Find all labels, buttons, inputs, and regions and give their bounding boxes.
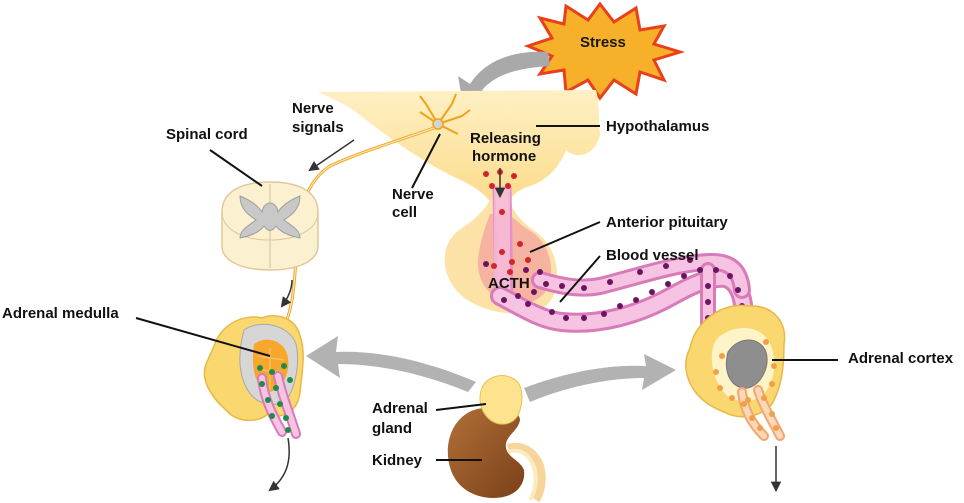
arrow-to-cortex [524, 354, 676, 402]
adrenal-gland-label-line2: gland [372, 420, 412, 437]
hormone-dot [509, 259, 515, 265]
cortisol-dot [719, 353, 725, 359]
adrenal-cortex-gland [685, 304, 786, 441]
epinephrine-dot [287, 377, 293, 383]
spinal-cord-label: Spinal cord [166, 126, 248, 143]
epinephrine-dot [273, 385, 279, 391]
releasing-hormone-label-line2: hormone [472, 148, 537, 165]
vessel-dot [697, 267, 703, 273]
nerve-signals-arrow [308, 139, 355, 172]
adrenal-gland-label-line1: Adrenal [372, 400, 428, 417]
nerve-cell [419, 93, 471, 135]
vessel-dot [663, 263, 669, 269]
cortisol-dots [713, 339, 779, 431]
releasing-hormone-label-line1: Releasing [470, 130, 541, 147]
kidney-label: Kidney [372, 452, 423, 469]
hormone-dot [483, 171, 489, 177]
epinephrine-dot [269, 413, 275, 419]
vessel-dot [501, 297, 507, 303]
hormone-dot [517, 241, 523, 247]
vessel-dot [483, 261, 489, 267]
hormone-dot [499, 249, 505, 255]
nerve-signals-label-line2: signals [292, 119, 344, 136]
epinephrine-dot [281, 363, 287, 369]
epinephrine-dot [265, 397, 271, 403]
stress-burst [523, 1, 686, 101]
nerve-cell-label-line1: Nerve [392, 186, 434, 203]
spinal-down-arrow [280, 279, 293, 308]
epinephrine-dot [269, 369, 275, 375]
cortisol-dot [757, 425, 763, 431]
hormone-dot [491, 263, 497, 269]
vessel-dot [525, 301, 531, 307]
epinephrine-dot [257, 365, 263, 371]
vessel-dot [543, 281, 549, 287]
vessel-dot [617, 303, 623, 309]
vessel-dot [705, 283, 711, 289]
vessel-dot [687, 257, 693, 263]
stress-label: Stress [580, 34, 626, 51]
vessel-dot [713, 267, 719, 273]
vessel-dot [581, 315, 587, 321]
cortisol-dot [771, 363, 777, 369]
spinal-cord [221, 181, 319, 271]
vessel-dot [581, 285, 587, 291]
adrenal-medulla-gland [203, 315, 304, 439]
nerve-cell-label-line2: cell [392, 204, 418, 221]
cortisol-dot [761, 395, 767, 401]
vessel-dot [531, 289, 537, 295]
nerve-signals-label-line1: Nerve [292, 100, 334, 117]
vessel-dot [607, 279, 613, 285]
hormone-dot [489, 183, 495, 189]
vessel-dot [633, 297, 639, 303]
vessel-dot [537, 269, 543, 275]
vessel-dot [637, 269, 643, 275]
cortisol-dot [745, 397, 751, 403]
hormone-dot [511, 173, 517, 179]
cortisol-dot [717, 385, 723, 391]
blood-vessel-label: Blood vessel [606, 247, 699, 264]
hormone-dot [505, 183, 511, 189]
epinephrine-dots [257, 363, 293, 433]
cortisol-dot [769, 411, 775, 417]
arrow-to-medulla [306, 336, 476, 392]
vessel-dot [515, 293, 521, 299]
anterior-pituitary-label: Anterior pituitary [606, 214, 728, 231]
cortisol-dot [713, 369, 719, 375]
releasing-hormone-dots [483, 169, 531, 275]
epinephrine-dot [283, 415, 289, 421]
cortisol-dot [741, 401, 747, 407]
hypothalamus-label: Hypothalamus [606, 118, 710, 135]
hypothalamus-tissue [318, 90, 600, 230]
adrenal-cortex-label: Adrenal cortex [848, 350, 954, 367]
adrenal-medulla-label: Adrenal medulla [2, 305, 119, 322]
vessel-dot [681, 273, 687, 279]
hormone-dot [507, 269, 513, 275]
hormone-dot [525, 257, 531, 263]
medulla-output-arrow [268, 437, 290, 492]
vessel-dot [665, 281, 671, 287]
vessel-dot [735, 287, 741, 293]
vessel-dot [559, 283, 565, 289]
kidney-and-adrenal [447, 375, 546, 503]
vessel-dot [601, 311, 607, 317]
epinephrine-dot [285, 427, 291, 433]
cortisol-dot [763, 339, 769, 345]
leader-lines [135, 125, 838, 461]
epinephrine-dot [277, 401, 283, 407]
vessel-dot [549, 309, 555, 315]
vessel-dot [705, 299, 711, 305]
acth-label: ACTH [488, 275, 530, 292]
cortisol-dot [749, 415, 755, 421]
vessel-dot [523, 267, 529, 273]
vessel-dot [649, 289, 655, 295]
vessel-dot [563, 315, 569, 321]
hormone-dot [499, 209, 505, 215]
vessel-dot [727, 273, 733, 279]
cortisol-dot [773, 425, 779, 431]
cortisol-dot [769, 381, 775, 387]
cortisol-dot [729, 395, 735, 401]
epinephrine-dot [259, 381, 265, 387]
